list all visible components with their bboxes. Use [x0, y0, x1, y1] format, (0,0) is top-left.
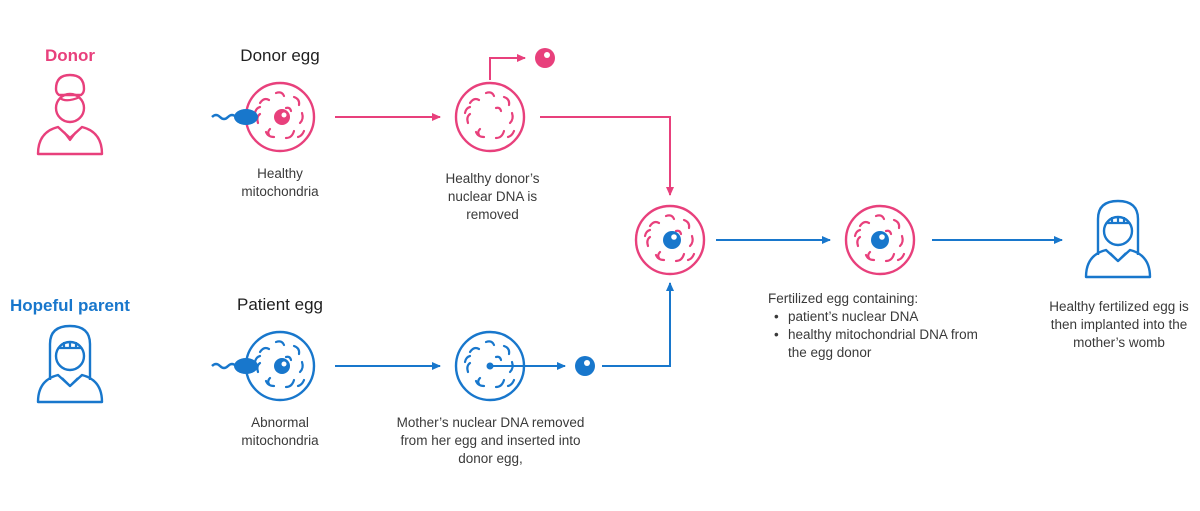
mother-person-icon [1084, 199, 1152, 279]
merged-egg-cell [634, 204, 706, 276]
donor-enucleated-cell [454, 81, 526, 153]
donor-person-icon [36, 73, 104, 156]
donor-cell-label: Healthy mitochondria [241, 166, 319, 199]
fertilized-label: Fertilized egg containing: patient’s nuc… [768, 290, 993, 362]
mother-removed-label: Mother’s nuclear DNA removed from her eg… [396, 415, 585, 466]
donor-removed-label: Healthy donor’s nuclear DNA is removed [445, 171, 540, 222]
donor-egg-title: Donor egg [240, 46, 320, 65]
patient-arrow-2 [602, 282, 674, 367]
patient-cell-label: Abnormal mitochondria [241, 415, 319, 448]
fertilized-item: healthy mitochondrial DNA from the egg d… [768, 326, 993, 362]
patient-sperm-icon [211, 358, 258, 374]
implanted-label: Healthy fertilized egg is then implanted… [1049, 299, 1189, 350]
donor-arrow-2 [540, 116, 674, 196]
nucleus-removal-arrow [489, 54, 526, 80]
fertilized-heading: Fertilized egg containing: [768, 291, 919, 306]
parent-role-label: Hopeful parent [10, 296, 130, 315]
fertilized-item: patient’s nuclear DNA [768, 308, 993, 326]
patient-egg-title: Patient egg [236, 295, 323, 314]
parent-person-icon [36, 324, 104, 404]
donor-role-label: Donor [44, 46, 96, 65]
removed-nucleus-icon [535, 48, 555, 68]
fertilized-egg-cell [844, 204, 916, 276]
donor-sperm-icon [211, 109, 258, 125]
fertilized-list: patient’s nuclear DNA healthy mitochondr… [768, 308, 993, 362]
transferred-nucleus-icon [575, 356, 595, 376]
